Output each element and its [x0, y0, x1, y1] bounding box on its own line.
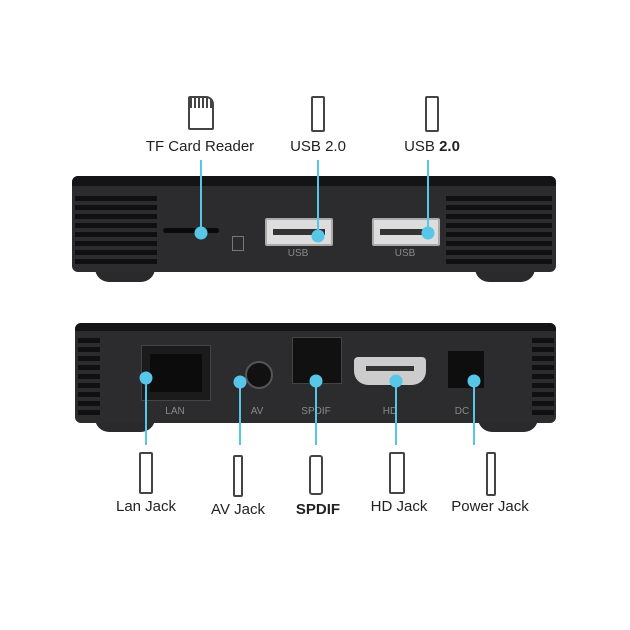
callout-dot: [233, 375, 247, 389]
device-top-edge: [75, 323, 556, 331]
vent-slot: [446, 196, 552, 201]
callout-dot: [421, 226, 435, 240]
vent-slot: [75, 259, 157, 264]
vent-slot: [532, 401, 554, 406]
usb-plug-icon: [425, 96, 439, 132]
usb-port: [265, 218, 333, 246]
callout-dot: [467, 374, 481, 388]
callout-label-tf-card: TF Card Reader: [145, 138, 255, 155]
vent-slot: [532, 410, 554, 415]
vent-slot: [75, 232, 157, 237]
callout-dot: [139, 371, 153, 385]
vent-slot: [446, 250, 552, 255]
callout-dot: [194, 226, 208, 240]
device-top-edge: [72, 176, 556, 186]
port-label: DC: [454, 406, 470, 417]
vent-slot: [78, 356, 100, 361]
vent-slot: [75, 214, 157, 219]
callout-dot: [311, 229, 325, 243]
av-port: [245, 361, 273, 389]
vent-slot: [446, 241, 552, 246]
vent-slot: [78, 401, 100, 406]
callout-line: [239, 382, 241, 445]
vent-slot: [532, 383, 554, 388]
vent-slot: [78, 338, 100, 343]
callout-line: [317, 160, 319, 236]
callout-line: [473, 381, 475, 445]
optical-plug-icon: [309, 455, 323, 495]
vent-slot: [446, 223, 552, 228]
sd-card-icon: [188, 96, 214, 130]
tf-card-slot: [163, 228, 219, 233]
callout-line: [427, 160, 429, 233]
port-label: AV: [250, 406, 264, 417]
callout-label-hd: HD Jack: [370, 498, 428, 515]
usb-plug-icon: [311, 96, 325, 132]
callout-line: [315, 381, 317, 445]
port-label: USB: [394, 248, 416, 259]
port-label: HD: [382, 406, 398, 417]
port-label: USB: [287, 248, 309, 259]
rca-plug-icon: [233, 455, 243, 497]
rj45-plug-icon: [139, 452, 153, 494]
vent-slot: [446, 205, 552, 210]
vent-slot: [532, 347, 554, 352]
vent-slot: [446, 214, 552, 219]
vent-slot: [78, 365, 100, 370]
vent-slot: [532, 338, 554, 343]
vent-slot: [446, 232, 552, 237]
callout-label-usb: USB 2.0: [290, 138, 346, 155]
callout-line: [145, 378, 147, 445]
lan-port: [141, 345, 211, 401]
callout-label-spdif: SPDIF: [295, 501, 341, 518]
callout-label-av: AV Jack: [211, 501, 265, 518]
vent-slot: [75, 205, 157, 210]
vent-slot: [75, 196, 157, 201]
vent-slot: [532, 365, 554, 370]
callout-label-usb: USB 2.0: [404, 138, 460, 155]
callout-label-power: Power Jack: [451, 498, 529, 515]
vent-slot: [78, 374, 100, 379]
hdmi-plug-icon: [389, 452, 405, 494]
callout-line: [200, 160, 202, 233]
callout-dot: [309, 374, 323, 388]
vent-slot: [532, 374, 554, 379]
vent-slot: [446, 259, 552, 264]
sd-card-icon: [232, 236, 244, 251]
vent-slot: [532, 356, 554, 361]
vent-slot: [78, 410, 100, 415]
vent-slot: [75, 250, 157, 255]
vent-slot: [78, 392, 100, 397]
callout-dot: [389, 374, 403, 388]
port-label: LAN: [165, 406, 185, 417]
vent-slot: [75, 223, 157, 228]
vent-slot: [78, 383, 100, 388]
callout-line: [395, 381, 397, 445]
vent-slot: [78, 347, 100, 352]
callout-label-lan: Lan Jack: [115, 498, 177, 515]
vent-slot: [75, 241, 157, 246]
dc-plug-icon: [486, 452, 496, 496]
vent-slot: [532, 392, 554, 397]
